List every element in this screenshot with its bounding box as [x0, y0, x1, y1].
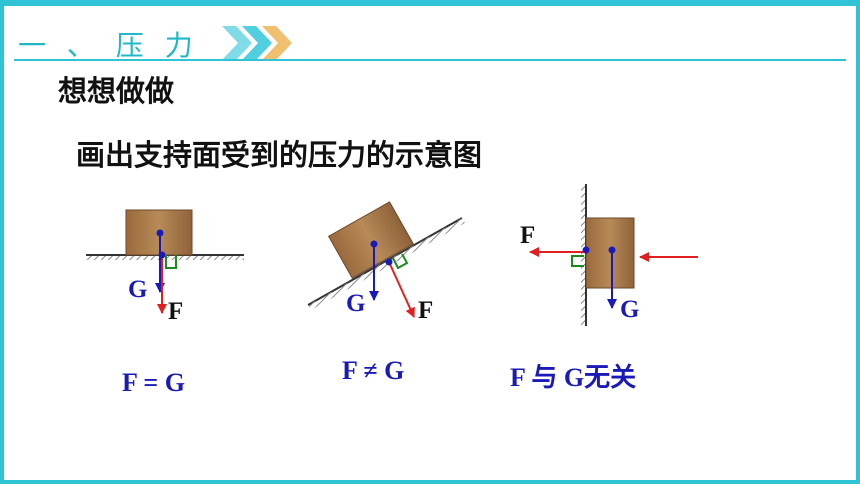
right-angle-mark — [165, 255, 177, 269]
center-dot — [370, 240, 378, 248]
header-divider — [14, 59, 846, 61]
section-title: 一 、 压 力 — [18, 29, 199, 62]
contact-dot — [582, 246, 590, 254]
contact-dot — [158, 251, 166, 259]
diagram-caption: F = G — [122, 368, 185, 397]
contact-dot — [385, 258, 393, 266]
center-dot — [608, 246, 616, 254]
pressure-label: F — [418, 297, 434, 324]
pressure-label: F — [520, 222, 536, 249]
diagram-caption: F ≠ G — [342, 356, 405, 385]
center-dot — [156, 229, 164, 237]
page-heading: 想想做做 — [58, 74, 175, 108]
right-angle-mark — [392, 253, 409, 270]
chevrons-icon — [222, 26, 292, 60]
wood-block — [327, 201, 414, 279]
diagram-caption: F 与 G无关 — [510, 363, 637, 392]
pressure-arrow — [388, 261, 415, 318]
diagram-horizontal — [86, 209, 244, 314]
diagram-incline — [307, 201, 465, 318]
gravity-label: G — [128, 276, 148, 303]
top-accent-bar — [0, 0, 860, 6]
wood-block — [585, 217, 635, 289]
task-instruction: 画出支持面受到的压力的示意图 — [76, 138, 483, 172]
gravity-label: G — [346, 290, 366, 317]
diagram-wall — [529, 184, 698, 326]
pressure-label: F — [168, 298, 184, 325]
right-angle-mark — [571, 255, 584, 267]
gravity-label: G — [620, 296, 640, 323]
